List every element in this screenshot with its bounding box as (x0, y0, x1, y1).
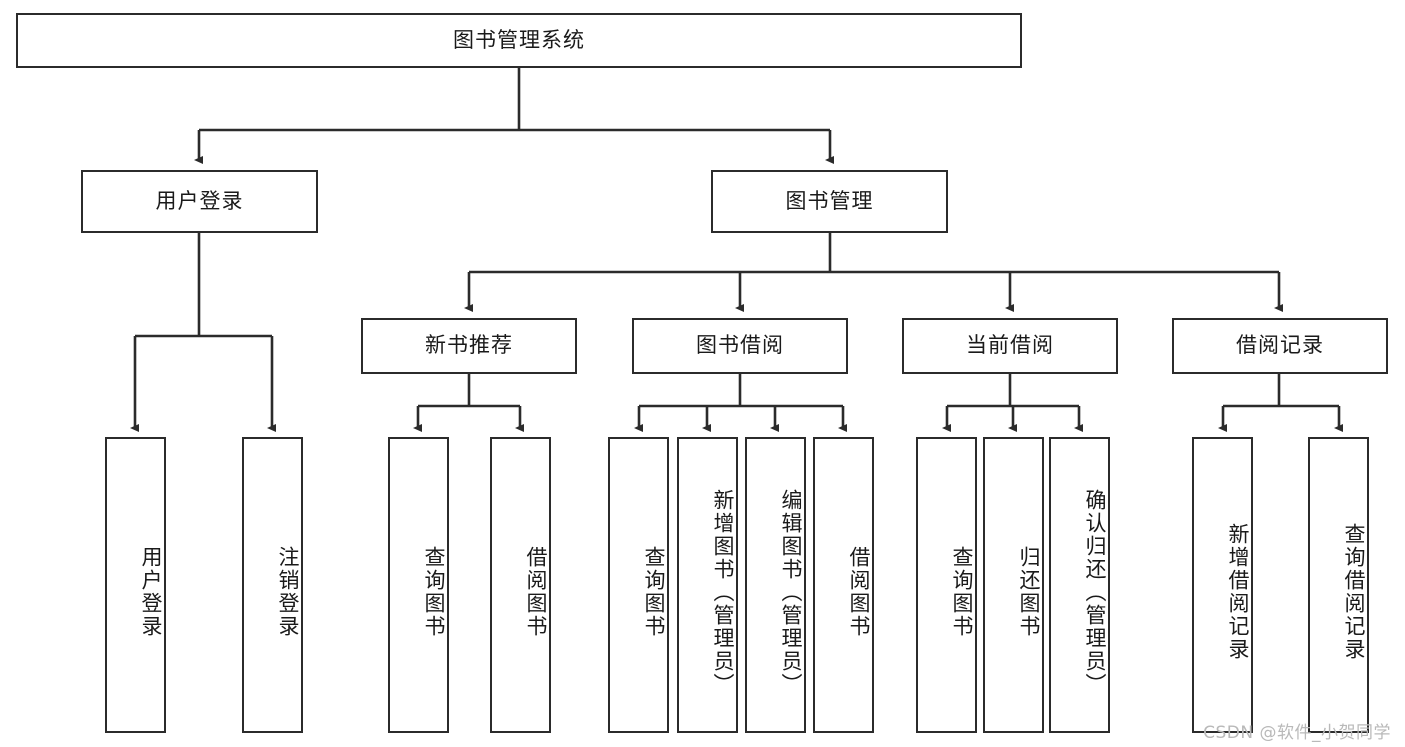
leaf-current-borrow-confirm-return[interactable]: 确认归还（管理员） (1049, 437, 1110, 733)
node-book-management-label: 图书管理 (785, 188, 874, 213)
node-root-book-management-system[interactable]: 图书管理系统 (16, 13, 1022, 68)
watermark-text: CSDN @软件_小贺同学 (1203, 723, 1391, 743)
leaf-label: 查询图书 (642, 546, 666, 638)
node-new-book-recommend[interactable]: 新书推荐 (361, 318, 577, 374)
leaf-label: 查询借阅记录 (1342, 523, 1366, 661)
node-current-borrow[interactable]: 当前借阅 (902, 318, 1118, 374)
node-user-login[interactable]: 用户登录 (81, 170, 318, 233)
leaf-label: 借阅图书 (524, 546, 548, 638)
node-book-borrow-label: 图书借阅 (696, 333, 784, 358)
leaf-new-book-query[interactable]: 查询图书 (388, 437, 449, 733)
leaf-label: 查询图书 (422, 546, 446, 638)
node-current-borrow-label: 当前借阅 (966, 333, 1054, 358)
leaf-borrow-record-add[interactable]: 新增借阅记录 (1192, 437, 1253, 733)
leaf-label: 注销登录 (276, 546, 300, 638)
leaf-current-borrow-return[interactable]: 归还图书 (983, 437, 1044, 733)
leaf-book-borrow-query[interactable]: 查询图书 (608, 437, 669, 733)
leaf-user-login-logout[interactable]: 注销登录 (242, 437, 303, 733)
node-user-login-label: 用户登录 (155, 188, 244, 213)
leaf-label: 查询图书 (950, 546, 974, 638)
leaf-label: 确认归还（管理员） (1083, 488, 1107, 696)
leaf-label: 新增借阅记录 (1226, 523, 1250, 661)
node-new-book-recommend-label: 新书推荐 (425, 333, 513, 358)
leaf-user-login-login[interactable]: 用户登录 (105, 437, 166, 733)
leaf-new-book-borrow[interactable]: 借阅图书 (490, 437, 551, 733)
node-root-label: 图书管理系统 (453, 27, 585, 52)
leaf-current-borrow-query[interactable]: 查询图书 (916, 437, 977, 733)
node-book-management[interactable]: 图书管理 (711, 170, 948, 233)
leaf-label: 用户登录 (139, 546, 163, 638)
leaf-borrow-record-query[interactable]: 查询借阅记录 (1308, 437, 1369, 733)
leaf-label: 新增图书（管理员） (711, 488, 735, 696)
leaf-book-borrow-add[interactable]: 新增图书（管理员） (677, 437, 738, 733)
leaf-label: 归还图书 (1017, 546, 1041, 638)
node-book-borrow[interactable]: 图书借阅 (632, 318, 848, 374)
leaf-label: 借阅图书 (847, 546, 871, 638)
leaf-label: 编辑图书（管理员） (779, 488, 803, 696)
node-borrow-record-label: 借阅记录 (1236, 333, 1324, 358)
node-borrow-record[interactable]: 借阅记录 (1172, 318, 1388, 374)
leaf-book-borrow-borrow[interactable]: 借阅图书 (813, 437, 874, 733)
leaf-book-borrow-edit[interactable]: 编辑图书（管理员） (745, 437, 806, 733)
